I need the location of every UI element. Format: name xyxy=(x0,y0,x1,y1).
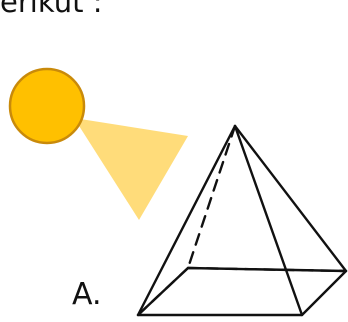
option-label: A. xyxy=(72,277,102,312)
pyramid-front-edge xyxy=(136,124,237,317)
header-text: erikut : xyxy=(0,0,103,19)
sun-beam xyxy=(74,118,188,220)
pyramid-front-edge xyxy=(233,124,348,273)
sun-icon xyxy=(8,67,86,145)
pyramid-icon xyxy=(136,124,348,317)
pyramid-hidden-edge xyxy=(136,266,190,317)
pyramid-hidden-edge xyxy=(186,124,237,270)
pyramid-front-edge xyxy=(233,124,304,317)
pyramid-base-front xyxy=(136,266,348,317)
pyramid-hidden-edge xyxy=(186,266,348,273)
